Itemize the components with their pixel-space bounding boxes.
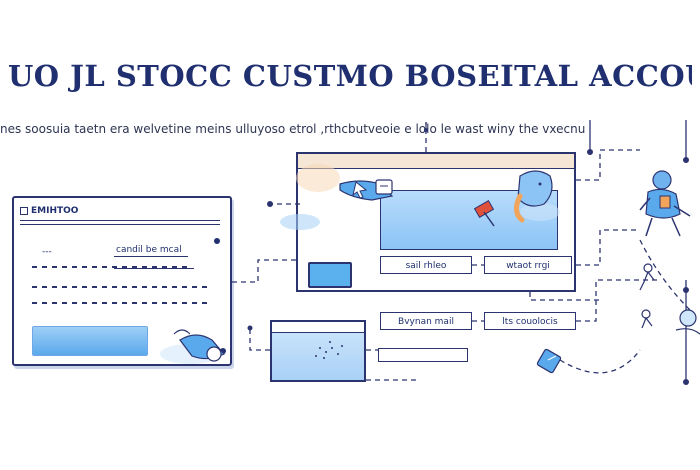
connector-line <box>559 349 641 374</box>
preview-window-header <box>298 154 574 169</box>
placeholder-row <box>32 300 222 306</box>
window-icon <box>20 206 28 215</box>
page-subtitle: nes soosuia taetn era welvetine meins ul… <box>0 122 586 136</box>
window-title: EMIHTOO <box>31 206 79 216</box>
page-title: UO JL STOCC CUSTMO BOSEITAL ACCOUNT <box>8 59 692 93</box>
hanging-line <box>424 122 428 132</box>
header-divider <box>20 220 220 221</box>
person-icon <box>641 309 653 329</box>
person-icon <box>675 309 700 335</box>
key-icon <box>536 348 562 374</box>
ribbon-icon <box>173 329 225 362</box>
field-bvynan[interactable]: Bvynan mail <box>380 312 472 330</box>
empty-field[interactable] <box>378 348 468 362</box>
connector-line <box>232 259 296 283</box>
line-end-dot <box>587 149 593 155</box>
person-icon <box>639 170 691 237</box>
placeholder-row <box>32 284 222 290</box>
scroll-indicator-icon[interactable] <box>214 238 220 244</box>
field-lts[interactable]: lts couolocis <box>484 312 576 330</box>
field-underline <box>114 268 194 269</box>
person-icon <box>639 263 655 291</box>
upload-panel-header <box>272 322 364 333</box>
person-icon <box>514 170 553 223</box>
connector-line <box>529 292 600 301</box>
window-header: EMIHTOO <box>20 204 220 218</box>
resize-handle-icon[interactable] <box>220 348 226 354</box>
connector-line <box>576 229 640 266</box>
line-end-dot <box>683 379 689 385</box>
submit-button[interactable] <box>32 326 148 356</box>
connector-line <box>639 239 691 311</box>
line-end-dot <box>683 287 689 293</box>
line-end-dot <box>683 157 689 163</box>
toggle-icon[interactable] <box>308 262 352 288</box>
header-divider-2 <box>20 224 220 225</box>
short-field-label: --- <box>42 247 52 257</box>
flag-icon <box>473 199 495 227</box>
connector-line <box>576 149 640 181</box>
cursor-icon <box>352 181 368 199</box>
account-form-window: EMIHTOO --- candil be mcal <box>12 196 232 366</box>
upload-dots <box>315 341 343 359</box>
connector-line <box>249 330 270 351</box>
line-end-dot <box>267 201 273 207</box>
email-field[interactable]: candil be mcal <box>114 244 188 257</box>
upload-panel <box>270 320 366 382</box>
field-wtaot[interactable]: wtaot rrgi <box>484 256 572 274</box>
line-end-dot <box>247 325 253 331</box>
field-sail[interactable]: sail rhleo <box>380 256 472 274</box>
placeholder-row <box>32 264 222 270</box>
